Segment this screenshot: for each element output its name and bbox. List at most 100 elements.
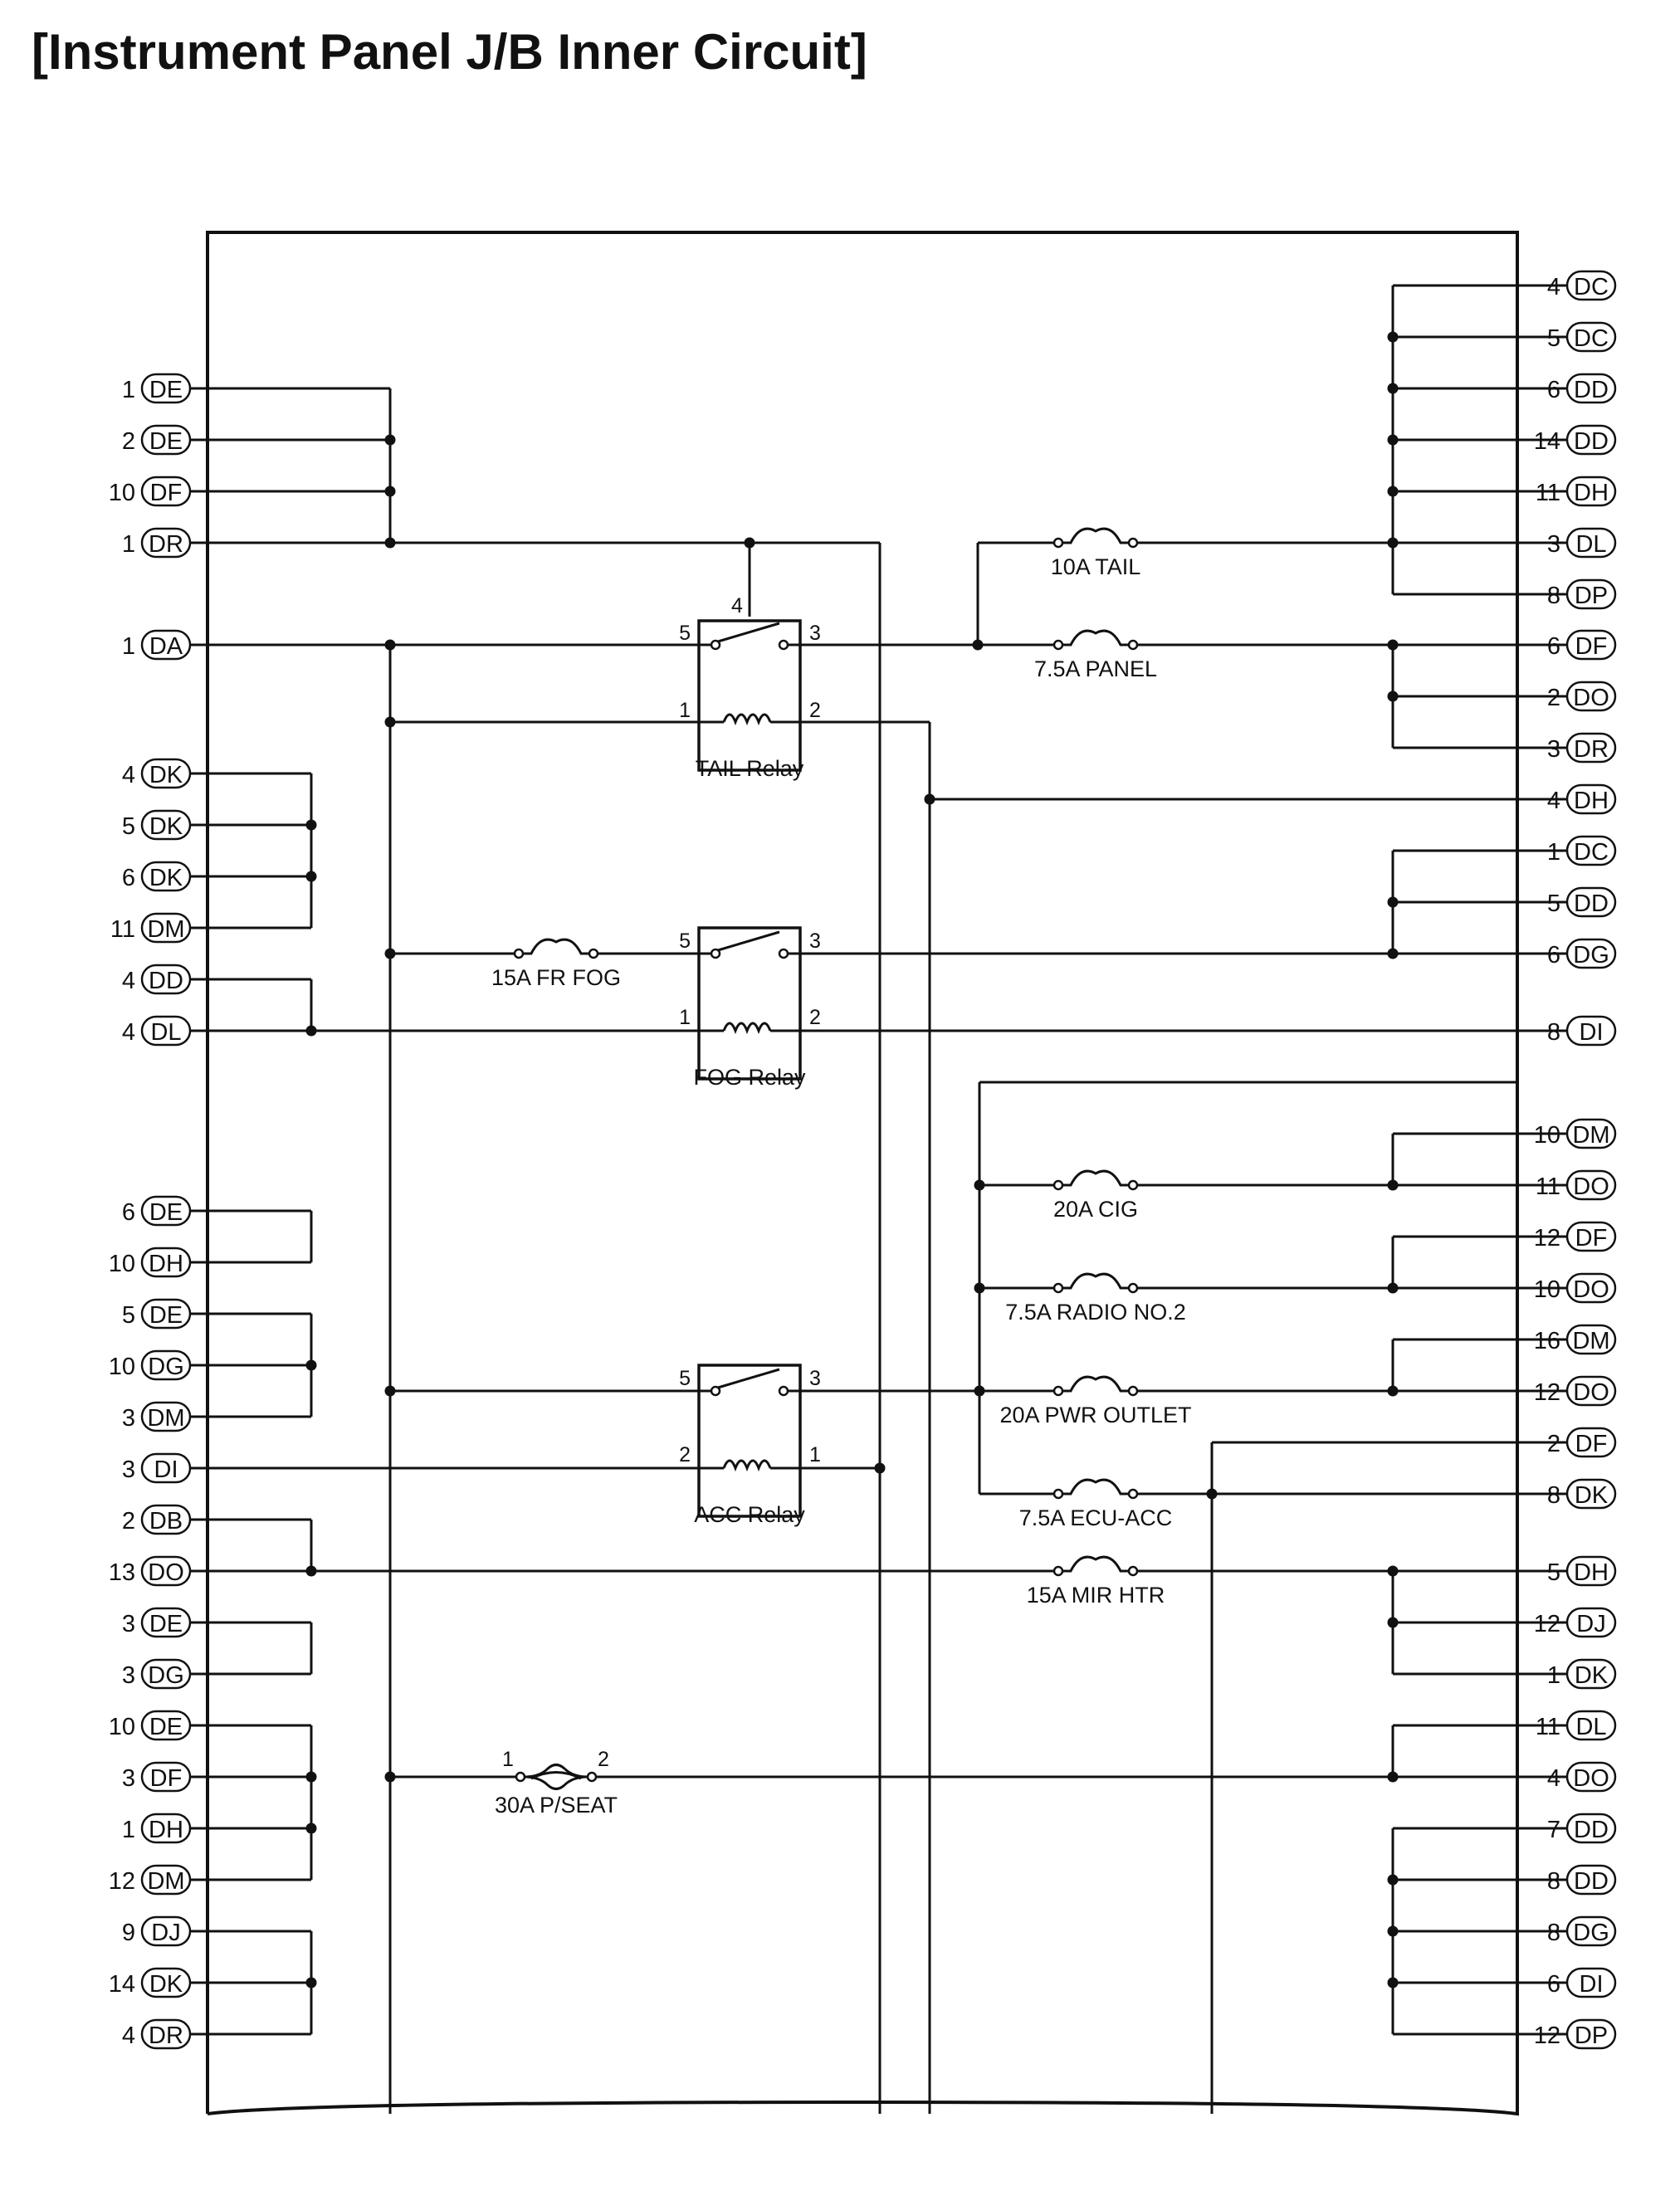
- fuse-element: [1062, 527, 1129, 544]
- fuse-20a-pwr-outlet: [1052, 1375, 1139, 1397]
- relay-name: TAIL Relay: [696, 756, 804, 781]
- connector-2-DF: DF2: [1547, 1427, 1617, 1458]
- connector-oval: [140, 1658, 192, 1690]
- connector-code: DK: [149, 1971, 183, 1998]
- junction-dot: [874, 1462, 886, 1474]
- connector-code: DI: [154, 1457, 178, 1483]
- junction-dot: [1387, 1925, 1399, 1937]
- connector-code: DG: [1573, 942, 1609, 969]
- connector-4-DD: DD4: [122, 964, 192, 995]
- connector-oval: [1565, 1761, 1617, 1793]
- fuse-terminal: [1052, 1488, 1064, 1500]
- connector-oval: [1565, 732, 1617, 764]
- junction-dot: [1387, 1179, 1399, 1191]
- junction-dot: [972, 639, 984, 651]
- connector-pin: 8: [1547, 1019, 1560, 1046]
- connector-oval: [1565, 527, 1617, 559]
- junction-dot: [384, 716, 396, 728]
- connector-code: DF: [1575, 1225, 1608, 1252]
- connector-pin: 5: [1547, 325, 1560, 352]
- relay-pin: 2: [679, 1443, 691, 1466]
- fuse-terminal: [1052, 639, 1064, 651]
- relay-body: [697, 1364, 802, 1518]
- connector-pin: 12: [1534, 1611, 1560, 1637]
- junction-dot: [1387, 1565, 1399, 1577]
- connector-code: DO: [1573, 1379, 1609, 1406]
- connector-pin: 8: [1547, 1920, 1560, 1946]
- fuse-terminal: [1052, 1179, 1064, 1191]
- connector-1-DA: DA1: [122, 629, 192, 661]
- fuse-label: 30A P/SEAT: [495, 1793, 618, 1818]
- connector-oval: [1565, 835, 1617, 866]
- connector-code: DK: [149, 865, 183, 891]
- fuse-15a-mir-htr: [1052, 1555, 1139, 1577]
- connector-pin: 8: [1547, 1482, 1560, 1509]
- connector-pin: 7: [1547, 1817, 1560, 1843]
- junction-dot: [1387, 1617, 1399, 1628]
- fuse-element: [1062, 1478, 1129, 1496]
- connector-code: DE: [149, 428, 183, 455]
- connector-oval: [1565, 1607, 1617, 1638]
- connector-3-DR: DR3: [1547, 732, 1617, 764]
- page-title: [Instrument Panel J/B Inner Circuit]: [32, 24, 867, 80]
- connector-oval: [140, 861, 192, 892]
- junction-dot: [1387, 690, 1399, 702]
- connector-code: DO: [1573, 1174, 1609, 1200]
- connector-code: DG: [148, 1662, 184, 1689]
- connector-pin: 1: [122, 531, 135, 558]
- fuse-element: [1062, 1169, 1129, 1187]
- connector-pin: 4: [122, 2023, 135, 2049]
- relay-pin: 2: [809, 699, 821, 722]
- fog-relay: [697, 926, 802, 1081]
- connector-oval: [1565, 1272, 1617, 1304]
- fuse-label: 15A MIR HTR: [1027, 1583, 1165, 1608]
- fuse-terminal: [513, 948, 525, 959]
- connector-code: DF: [150, 1765, 183, 1792]
- connector-oval: [140, 1195, 192, 1227]
- fuse-terminal: [1052, 537, 1064, 549]
- connector-6-DK: DK6: [122, 861, 192, 892]
- relay-switch-arm: [717, 622, 780, 643]
- connector-8-DD: DD8: [1547, 1864, 1617, 1896]
- connector-oval: [1565, 476, 1617, 507]
- connector-code: DR: [149, 531, 183, 558]
- connector-code: DR: [1574, 736, 1609, 763]
- connector-8-DI: DI8: [1547, 1015, 1617, 1047]
- connector-code: DD: [1574, 891, 1609, 917]
- junction-dots: [305, 331, 1399, 1988]
- connector-code: DK: [149, 813, 183, 840]
- connector-oval: [140, 1607, 192, 1638]
- connector-pin: 10: [1534, 1122, 1560, 1149]
- relay-coil: [722, 1459, 772, 1472]
- connector-pin: 1: [122, 377, 135, 403]
- connector-pin: 10: [109, 1714, 135, 1740]
- connector-code: DL: [150, 1019, 181, 1046]
- connector-code: DK: [149, 762, 183, 788]
- connector-oval: [140, 758, 192, 789]
- connector-code: DM: [147, 1868, 184, 1895]
- connector-oval: [140, 527, 192, 559]
- connector-oval: [140, 1710, 192, 1741]
- relay-pin: 5: [679, 1367, 691, 1390]
- junction-dot: [1387, 896, 1399, 908]
- connector-oval: [140, 1015, 192, 1047]
- junction-dot: [305, 1565, 317, 1577]
- connector-pin: 5: [122, 1302, 135, 1329]
- connector-oval: [1565, 1169, 1617, 1201]
- relay-contact: [778, 1385, 789, 1397]
- connector-pin: 14: [1534, 428, 1560, 455]
- components: [206, 231, 1519, 2116]
- connector-oval: [140, 424, 192, 456]
- fuse-terminal: [1052, 1282, 1064, 1294]
- relay-pin: 3: [809, 930, 821, 953]
- connector-pin: 6: [1547, 633, 1560, 660]
- connector-oval: [1565, 2018, 1617, 2050]
- connector-8-DG: DG8: [1547, 1915, 1617, 1947]
- connector-3-DF: DF3: [122, 1761, 192, 1793]
